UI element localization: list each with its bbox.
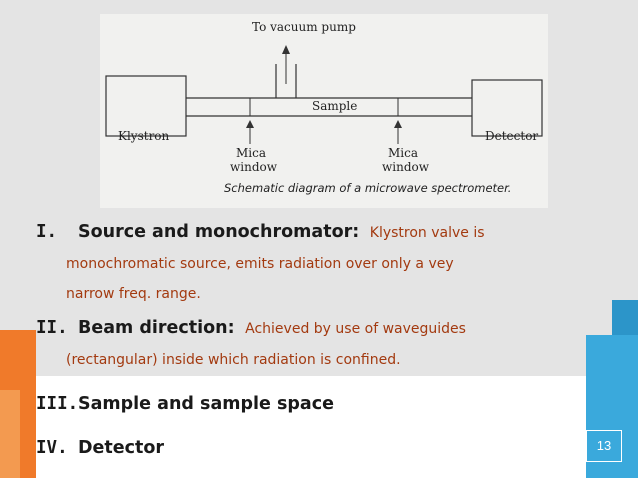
item-heading: Sample and sample space: [78, 394, 334, 414]
diagram-caption: Schematic diagram of a microwave spectro…: [224, 181, 511, 195]
item-heading: Detector: [78, 438, 165, 458]
item-continuation: narrow freq. range.: [66, 286, 201, 302]
item-continuation: monochromatic source, emits radiation ov…: [66, 256, 454, 272]
decor-blue-block: [586, 335, 638, 478]
item-number: I.: [36, 222, 58, 242]
list-item-detector: IV. Detector: [36, 438, 164, 458]
label-vacuum-pump: To vacuum pump: [252, 20, 356, 34]
label-klystron: Klystron: [118, 129, 170, 143]
item-continuation: (rectangular) inside which radiation is …: [66, 352, 401, 368]
item-number: III.: [36, 394, 79, 414]
klystron-box: [105, 75, 187, 137]
list-item-sample: III.Sample and sample space: [36, 394, 334, 414]
spectrometer-diagram: To vacuum pump Sample Klystron Detector …: [100, 14, 548, 208]
label-mica-right: Mica: [388, 146, 418, 160]
label-window-right: window: [382, 160, 430, 174]
list-item-source: I. Source and monochromator: Klystron val…: [36, 222, 485, 242]
list-item-beam: II. Beam direction: Achieved by use of wa…: [36, 318, 466, 338]
detector-box: [471, 79, 543, 137]
label-mica-left: Mica: [236, 146, 266, 160]
label-detector: Detector: [485, 129, 538, 143]
item-number: II.: [36, 318, 68, 338]
item-number: IV.: [36, 438, 68, 458]
label-sample: Sample: [312, 99, 357, 113]
content-panel: [36, 376, 586, 478]
item-heading: Beam direction:: [78, 318, 235, 338]
mica-left-arrow-head: [246, 120, 254, 128]
item-description: Klystron valve is: [369, 225, 485, 241]
page-number-badge: 13: [586, 430, 622, 462]
decor-orange-strip: [0, 390, 20, 478]
item-heading: Source and monochromator:: [78, 222, 360, 242]
mica-right-arrow-head: [394, 120, 402, 128]
vacuum-arrow-head: [282, 45, 290, 54]
diagram-svg: To vacuum pump Sample Klystron Detector …: [105, 20, 543, 195]
item-description: Achieved by use of waveguides: [245, 321, 466, 337]
label-window-left: window: [230, 160, 278, 174]
